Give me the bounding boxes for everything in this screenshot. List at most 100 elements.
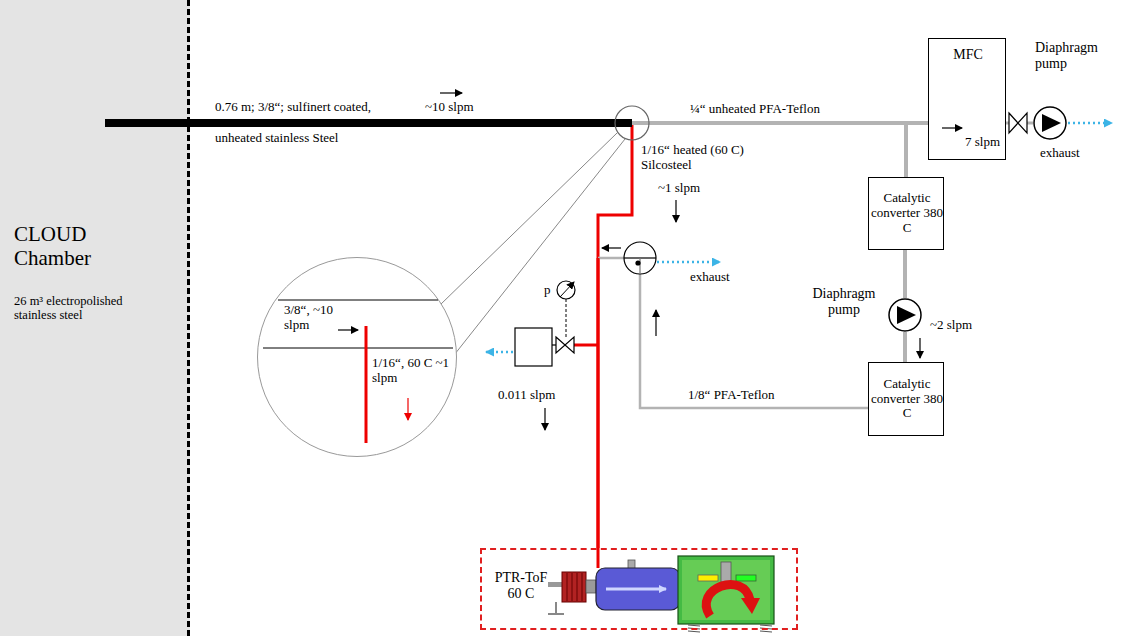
annotation-label: exhaust xyxy=(690,270,730,285)
node-title: MFC xyxy=(929,47,1007,63)
annotation-label: ~10 slpm xyxy=(425,100,474,115)
drawing-part xyxy=(486,351,513,354)
drawing-part xyxy=(560,282,574,297)
drawing-part xyxy=(942,127,962,128)
drawing-part xyxy=(897,306,916,324)
drawing-part xyxy=(544,408,545,430)
drawing-part xyxy=(640,257,656,258)
drawing-part xyxy=(407,398,408,420)
drawing-part xyxy=(1009,113,1027,133)
drawing-part xyxy=(572,573,573,601)
drawing-part xyxy=(682,560,770,620)
annotation-label: p xyxy=(544,283,551,298)
drawing-part xyxy=(688,631,700,632)
annotation-label: 1/16“ heated (60 C) Silcosteel xyxy=(641,143,766,173)
flow-line xyxy=(190,123,928,124)
drawing-part xyxy=(567,573,582,601)
node-title: Catalytic converter 380 C xyxy=(869,377,945,422)
drawing-part xyxy=(741,598,760,614)
drawing-part xyxy=(440,133,617,305)
drawing-part xyxy=(615,106,649,140)
drawing-part xyxy=(548,582,562,587)
drawing-part xyxy=(624,257,640,258)
drawing-part xyxy=(582,573,583,601)
drawing-part xyxy=(574,344,598,347)
drawing-part xyxy=(365,326,368,443)
annotation-label: unheated stainless Steel xyxy=(215,131,338,146)
mass-flow-controller: MFC 7 slpm xyxy=(928,38,1006,160)
drawing-part xyxy=(278,300,438,301)
flow-line-segment xyxy=(903,332,907,362)
node-title: Diaphragm pump xyxy=(806,286,882,318)
drawing-part xyxy=(556,337,574,353)
drawing-part xyxy=(698,575,718,581)
zoom-circle: 3/8“, ~10 slpm1/16“, 60 C ~1 slpm xyxy=(257,257,457,457)
flow-line xyxy=(190,123,632,548)
drawing-part xyxy=(639,258,640,274)
drawing-part xyxy=(105,119,190,127)
drawing-part xyxy=(635,260,640,265)
drawing-part xyxy=(440,92,462,93)
drawing-part xyxy=(596,568,680,610)
node-title: CLOUD Chamber xyxy=(14,222,126,270)
drawing-part xyxy=(736,575,756,581)
drawing-part xyxy=(760,625,772,626)
annotation-label: exhaust xyxy=(1040,146,1080,161)
drawing-part xyxy=(597,548,600,568)
drawing-part xyxy=(889,299,921,331)
annotation-label: 0.011 slpm xyxy=(498,388,555,403)
flow-line-segment xyxy=(190,123,632,548)
drawing-part xyxy=(566,299,567,337)
node-text: 7 slpm xyxy=(965,135,1005,150)
drawing-part xyxy=(657,261,720,264)
drawing-part xyxy=(1068,122,1112,125)
drawing-part xyxy=(624,242,656,274)
annotation-label: ~2 slpm xyxy=(930,318,972,333)
flow-line-segment xyxy=(190,123,906,177)
flow-line-segment xyxy=(632,121,928,125)
annotation-label: 1/8“ PFA-Teflon xyxy=(688,388,775,403)
node-title: Catalytic converter 380 C xyxy=(869,191,945,236)
diaphragm-pump: Diaphragm pump xyxy=(1033,106,1067,140)
drawing-part xyxy=(655,310,656,336)
drawing-part xyxy=(515,328,552,366)
drawing-part xyxy=(555,602,557,614)
flow-line xyxy=(905,250,906,298)
drawing-part xyxy=(1042,114,1061,132)
node-text: 1/16“, 60 C ~1 slpm xyxy=(372,356,450,386)
instrument-box: PTR-ToF 60 C xyxy=(480,548,798,630)
drawing-part xyxy=(760,631,772,632)
pump-symbol xyxy=(888,298,922,332)
drawing-part xyxy=(562,572,586,602)
drawing-part xyxy=(602,247,621,248)
drawing-part xyxy=(1034,107,1066,139)
flow-line-segment xyxy=(903,250,907,298)
annotation-label: ¼“ unheated PFA-Teflon xyxy=(690,102,820,117)
annotation-label: 0.76 m; 3/8“; sulfinert coated, xyxy=(215,100,371,115)
drawing-part xyxy=(678,556,774,624)
drawing-part xyxy=(688,625,700,626)
diaphragm-pump: Diaphragm pump xyxy=(888,298,922,332)
node-title: Diaphragm pump xyxy=(1035,40,1111,72)
drawing-part xyxy=(548,613,564,615)
drawing-part xyxy=(919,338,920,358)
flow-line xyxy=(190,123,906,177)
drawing-part xyxy=(557,281,575,299)
drawing-part xyxy=(567,573,568,601)
catalytic-converter: Catalytic converter 380 C xyxy=(868,362,944,436)
node-text: 26 m³ electropolished stainless steel xyxy=(14,294,129,323)
chamber-region: CLOUD Chamber 26 m³ electropolished stain… xyxy=(0,0,190,636)
flow-line xyxy=(598,258,868,548)
flow-line-segment xyxy=(598,258,868,408)
drawing-part xyxy=(577,573,578,601)
drawing-part xyxy=(338,329,358,330)
pump-symbol xyxy=(1033,106,1067,140)
drawing-part xyxy=(721,562,731,582)
flow-line-segment xyxy=(190,119,632,127)
flow-line-segment xyxy=(597,258,600,548)
drawing-part xyxy=(606,588,666,591)
annotation-label: ~1 slpm xyxy=(658,181,700,196)
drawing-part xyxy=(586,580,596,593)
node-title: PTR-ToF 60 C xyxy=(486,570,556,602)
flow-line xyxy=(905,332,906,362)
